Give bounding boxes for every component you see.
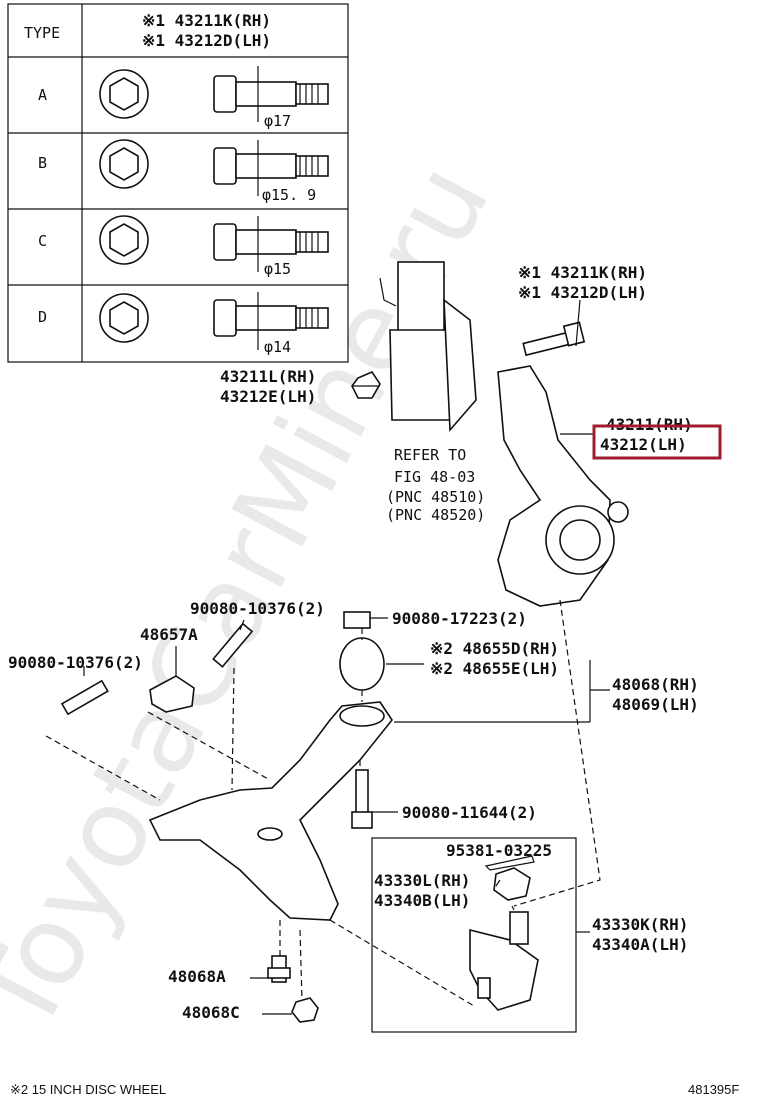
label-bush-lh: ※2 48655E(LH) (430, 659, 559, 678)
table-row: C φ15 (38, 215, 329, 278)
footer-code: 481395F (688, 1082, 739, 1097)
label-balljoint-rh: 43330K(RH) (592, 915, 688, 934)
label-bracket: 48657A (140, 625, 198, 644)
table-header-type: TYPE (24, 24, 60, 42)
steering-knuckle-drawing (497, 365, 629, 607)
label-pnc-1: (PNC 48510) (386, 488, 485, 506)
nut-end-view-icon (99, 139, 149, 189)
cotter-pin-drawing (484, 855, 535, 871)
nut-end-view-icon (99, 215, 149, 265)
front-bolt-drawing (60, 622, 254, 716)
label-bolt-front: 90080-10376(2) (8, 653, 143, 672)
castle-nut-drawing (493, 867, 531, 901)
label-arm-rh: 48068(RH) (612, 675, 699, 694)
row-type-label: A (38, 86, 47, 104)
stud-bolt-side-icon (213, 216, 329, 272)
label-arm-lh: 48069(LH) (612, 695, 699, 714)
footer-note: ※2 15 INCH DISC WHEEL (10, 1082, 166, 1097)
row-type-label: D (38, 308, 47, 326)
stud-bolt-side-icon (213, 66, 329, 122)
lower-arm-drawing (148, 701, 393, 921)
table-header-part-rh: ※1 43211K(RH) (142, 11, 271, 30)
label-pnc-2: (PNC 48520) (386, 506, 485, 524)
lower-nut-drawing (291, 997, 319, 1023)
label-knuckle-top-lh: ※1 43212D(LH) (518, 283, 647, 302)
label-nut-rh: 43211L(RH) (220, 367, 316, 386)
label-cotter: 95381-03225 (446, 841, 552, 860)
label-fig: FIG 48-03 (394, 468, 475, 486)
bushing-drawing (339, 611, 385, 691)
dashed-lines (45, 599, 601, 1007)
type-table: TYPE ※1 43211K(RH) ※1 43212D(LH) A φ17 B (7, 3, 349, 363)
table-header-part-lh: ※1 43212D(LH) (142, 31, 271, 50)
label-refer-to: REFER TO (394, 446, 466, 464)
highlight-box (592, 424, 722, 460)
row-dim-label: φ15. 9 (262, 186, 316, 204)
label-bolt-11644: 90080-11644(2) (402, 803, 537, 822)
highlight-backdrop (596, 432, 718, 456)
row-dim-label: φ17 (264, 112, 291, 130)
table-row: D φ14 (38, 292, 329, 356)
stud-bolt-side-icon (213, 292, 329, 350)
label-balljoint-nut-lh: 43340B(LH) (374, 891, 470, 910)
label-bolt-upper: 90080-10376(2) (190, 599, 325, 618)
knuckle-bolt-drawing (522, 321, 586, 357)
row-dim-label: φ14 (264, 338, 291, 356)
ball-joint-box (371, 837, 577, 1033)
label-nut-lh: 43212E(LH) (220, 387, 316, 406)
row-dim-label: φ15 (264, 260, 291, 278)
stud-bolt-side-icon (213, 140, 329, 196)
label-nut-17223: 90080-17223(2) (392, 609, 527, 628)
label-balljoint-lh: 43340A(LH) (592, 935, 688, 954)
label-bolt-48068a: 48068A (168, 967, 226, 986)
ball-joint-drawing (469, 911, 539, 1011)
table-row: A φ17 (38, 66, 329, 130)
nut-end-view-icon (99, 69, 149, 119)
label-balljoint-nut-rh: 43330L(RH) (374, 871, 470, 890)
label-knuckle-lh: 43212(LH) (600, 435, 687, 454)
label-bush-rh: ※2 48655D(RH) (430, 639, 559, 658)
label-knuckle-top-rh: ※1 43211K(RH) (518, 263, 647, 282)
leader-lines (83, 299, 610, 1015)
nut-end-view-icon (99, 293, 149, 343)
label-nut-48068c: 48068C (182, 1003, 240, 1022)
table-row: B φ15. 9 (38, 139, 329, 204)
row-type-label: C (38, 232, 47, 250)
vertical-bolt-drawing (351, 769, 373, 829)
lower-bolt-drawing (267, 955, 291, 983)
strut-assembly-drawing (379, 261, 477, 433)
row-type-label: B (38, 154, 47, 172)
